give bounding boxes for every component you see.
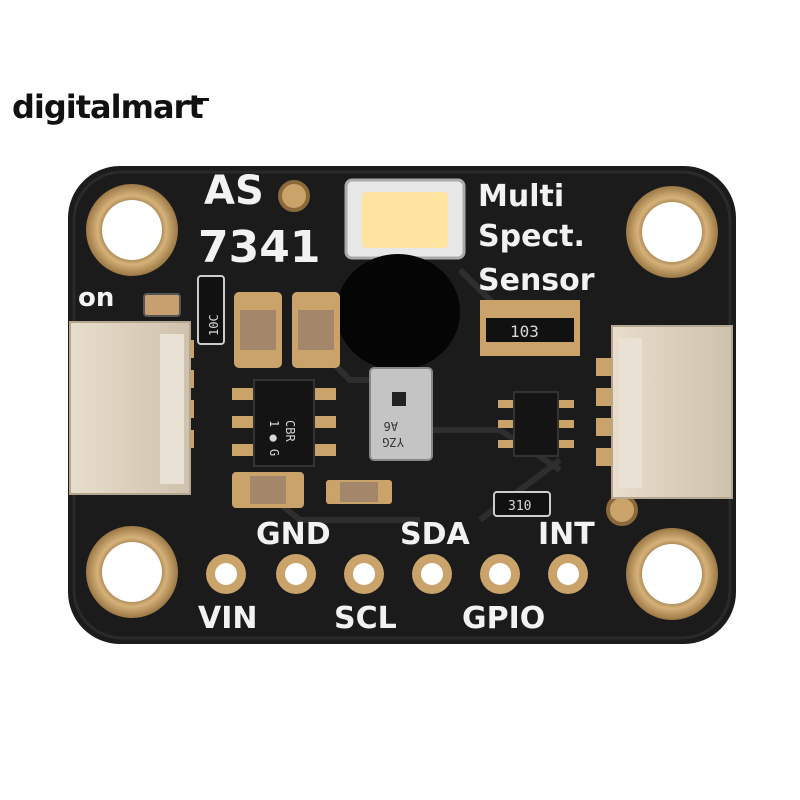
resistor-bottom — [326, 480, 392, 504]
watermark-text: digitalmart — [12, 88, 204, 126]
chip2-line1: A6 — [384, 419, 398, 433]
chip1-line1: CBR — [283, 420, 297, 442]
chip2-line2: YZG — [382, 435, 404, 449]
pin-header — [206, 554, 588, 594]
model-top-label: AS — [204, 168, 264, 214]
pin-label-gpio: GPIO — [462, 601, 545, 636]
connector-left — [69, 321, 194, 495]
chip1-line2: 1 ● G — [267, 420, 281, 456]
pin-label-gnd: GND — [256, 517, 331, 552]
chip-cbr: CBR 1 ● G — [232, 379, 336, 467]
title-line-1: Multi — [478, 179, 564, 214]
chip-sensor: A6 YZG — [369, 367, 433, 461]
watermark-bar — [194, 98, 209, 101]
power-led — [143, 293, 181, 317]
mounting-hole-top-right — [626, 186, 718, 278]
capacitor-right — [292, 292, 340, 368]
mounting-hole-bottom-left — [86, 526, 178, 618]
small-part-label-2: 310 — [508, 499, 531, 514]
small-part-label-1: 10C — [207, 314, 221, 336]
resistor-network: 103 — [480, 300, 580, 356]
pin-label-vin: VIN — [198, 601, 258, 636]
via-right — [606, 494, 638, 526]
connector-right — [596, 325, 733, 499]
pin-label-int: INT — [538, 517, 595, 552]
small-component-310: 310 — [493, 491, 551, 517]
power-led-label: on — [78, 283, 114, 313]
led-component — [344, 178, 466, 260]
watermark-logo: digitalmart — [12, 88, 209, 126]
mounting-hole-bottom-right — [626, 528, 718, 620]
mounting-hole-top-left — [86, 184, 178, 276]
small-component-10c — [197, 275, 225, 345]
title-line-2: Spect. — [478, 219, 585, 254]
capacitor-bottom — [232, 472, 304, 508]
chip-right — [498, 391, 574, 457]
pin-label-scl: SCL — [334, 601, 397, 636]
via-top — [278, 180, 310, 212]
pin-label-sda: SDA — [400, 517, 471, 552]
sensor-window — [336, 254, 460, 370]
capacitor-left — [234, 292, 282, 368]
title-line-3: Sensor — [478, 263, 595, 298]
resistor-code-label: 103 — [510, 322, 539, 341]
model-bottom-label: 7341 — [198, 222, 320, 273]
